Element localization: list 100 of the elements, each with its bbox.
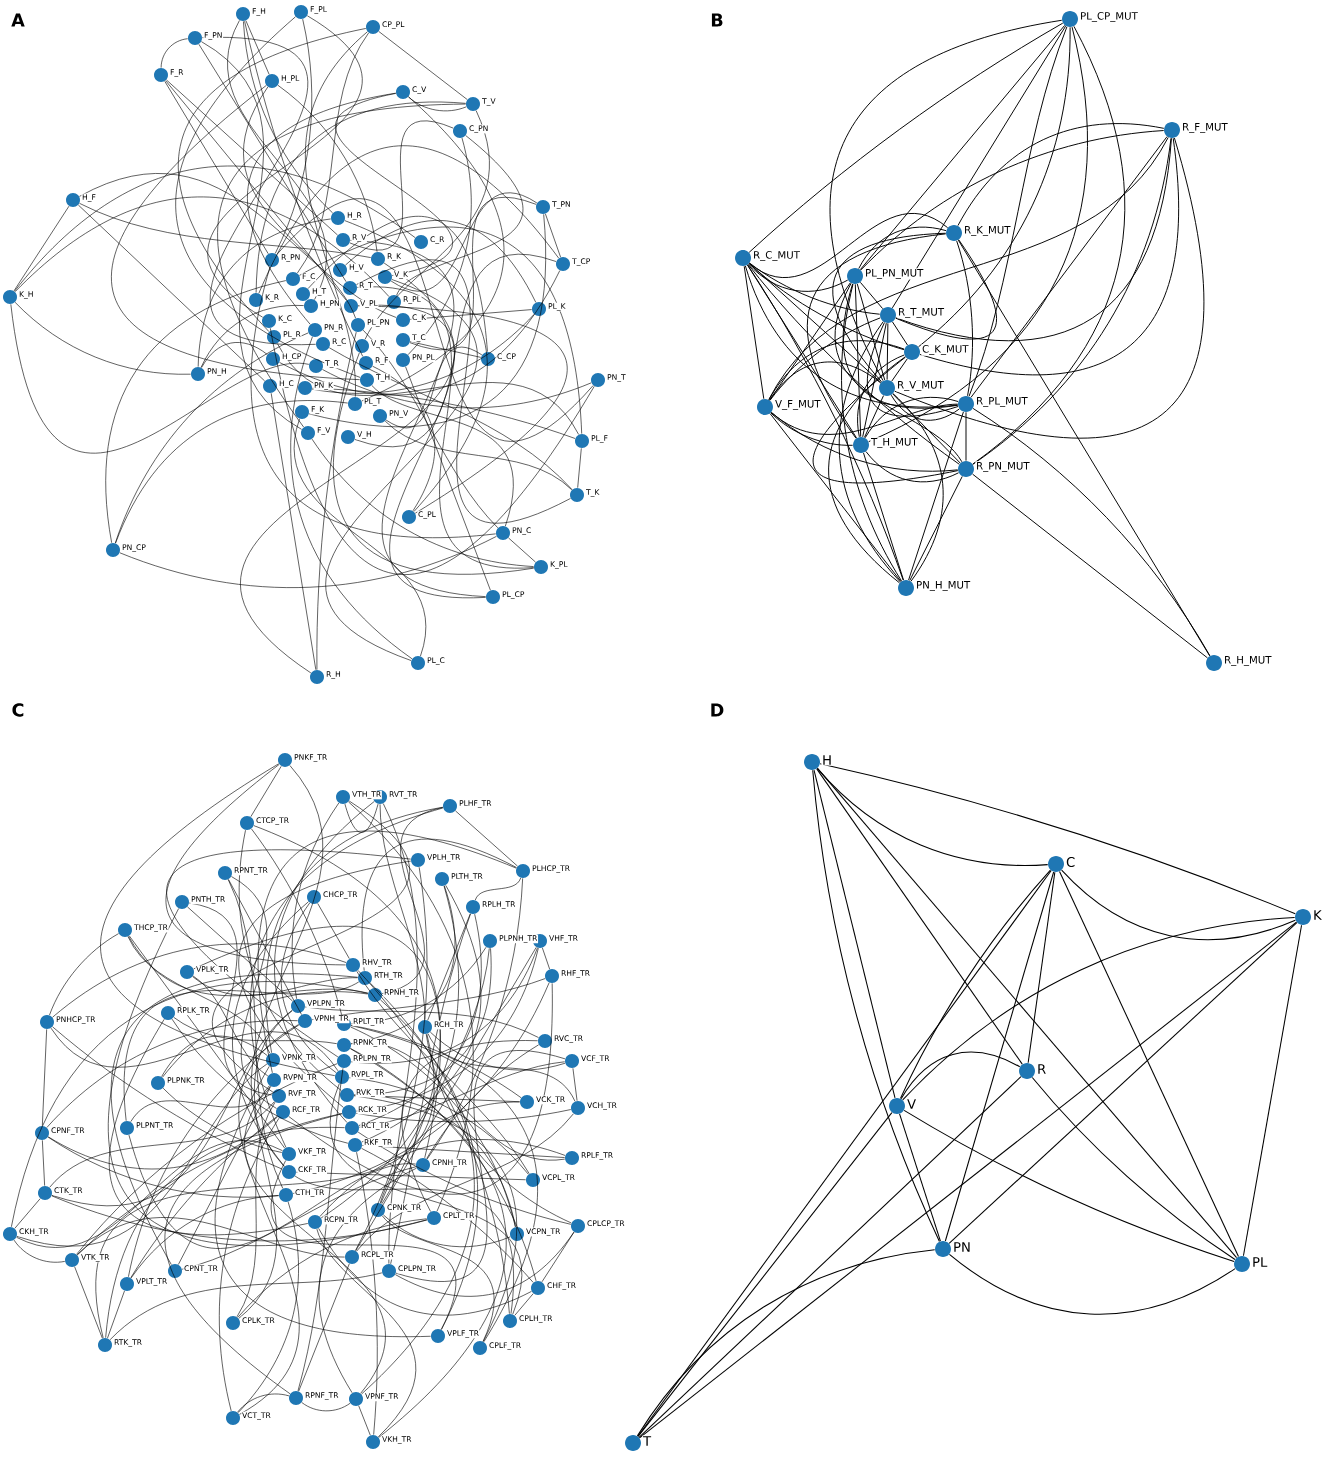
edge-line: [354, 253, 557, 448]
node-dot: [343, 281, 357, 295]
edge-line: [769, 361, 881, 401]
edge-line: [918, 26, 1071, 348]
edge-line: [162, 991, 369, 1078]
edge-line: [894, 137, 1205, 439]
node-label: PL: [1251, 1256, 1269, 1268]
node-dot: [396, 85, 410, 99]
edge-line: [293, 418, 427, 657]
edge-line: [326, 279, 477, 661]
edge-line: [956, 240, 973, 397]
edge-line: [274, 801, 375, 1123]
edge-line: [322, 369, 592, 409]
node-dot: [38, 1186, 52, 1200]
node-dot: [570, 488, 584, 502]
edge-line: [839, 321, 901, 583]
edge-line: [105, 1127, 345, 1338]
node-dot: [267, 1073, 281, 1087]
node-dot: [368, 988, 382, 1002]
node-dot: [453, 124, 467, 138]
node-dot: [486, 590, 500, 604]
edge-line: [972, 25, 1125, 465]
node-dot: [483, 934, 497, 948]
node-label: R_V_MUT: [896, 380, 945, 392]
edge-line: [350, 1026, 516, 1228]
panel-letter: C: [12, 703, 24, 717]
edge-line: [236, 1101, 276, 1318]
node-dot: [272, 1089, 286, 1103]
node-dot: [266, 352, 280, 366]
node-dot: [416, 1158, 430, 1172]
node-dot: [3, 290, 17, 304]
node-dot: [396, 313, 410, 327]
edge-line: [362, 329, 499, 529]
edge-line: [277, 343, 579, 435]
edge-line: [356, 1113, 574, 1252]
node-label: V_F_MUT: [774, 399, 822, 411]
edge-line: [304, 1006, 539, 1038]
node-dot: [466, 900, 480, 914]
edge-line: [371, 385, 514, 527]
node-dot: [351, 318, 365, 332]
edge-line: [105, 280, 287, 544]
edge-line: [111, 85, 360, 380]
edge-line: [166, 79, 338, 236]
edge-line: [244, 20, 364, 357]
node-dot: [571, 1101, 585, 1115]
edge-line: [13, 1239, 66, 1263]
edge-line: [378, 31, 468, 100]
edge-line: [358, 913, 482, 1126]
edge-line: [857, 354, 905, 438]
edge-line: [1031, 1076, 1236, 1260]
edge-line: [251, 765, 323, 1167]
edge-line: [181, 1166, 417, 1270]
edge-line: [1059, 871, 1239, 1257]
node-dot: [344, 299, 358, 313]
node-dot: [534, 560, 548, 574]
edge-line: [257, 831, 517, 1074]
node-dot: [180, 965, 194, 979]
node-dot: [520, 1095, 534, 1109]
edge-line: [860, 130, 1165, 271]
edge-line: [49, 933, 119, 1016]
node-dot: [335, 1070, 349, 1084]
node-dot: [304, 299, 318, 313]
node-dot: [366, 1435, 380, 1449]
edge-line: [358, 1405, 371, 1436]
edge-line: [892, 393, 961, 464]
edge-line: [308, 214, 546, 427]
node-dot: [267, 330, 281, 344]
edge-line: [14, 165, 416, 292]
edge-line: [864, 395, 884, 438]
node-dot: [538, 1034, 552, 1048]
node-dot: [341, 430, 355, 444]
edge-line: [886, 322, 889, 381]
edge-line: [812, 356, 959, 484]
edge-line: [294, 1175, 514, 1314]
edge-line: [355, 866, 428, 1251]
edge-line: [381, 807, 444, 994]
edge-line: [892, 321, 908, 346]
edge-line: [274, 18, 313, 254]
node-dot: [1048, 856, 1064, 872]
edge-line: [856, 283, 886, 381]
edge-line: [320, 885, 459, 1219]
node-dot: [545, 969, 559, 983]
node-dot: [443, 799, 457, 813]
edge-line: [425, 1033, 572, 1224]
edge-line: [165, 1113, 343, 1395]
edge-line: [891, 358, 908, 382]
node-dot: [333, 263, 347, 277]
edge-line: [218, 103, 466, 428]
edge-line: [349, 1077, 529, 1175]
node-dot: [218, 866, 232, 880]
node-dot: [279, 1188, 293, 1202]
node-dot: [371, 1203, 385, 1217]
edge-line: [318, 1167, 417, 1394]
node-dot: [414, 235, 428, 249]
edge-line: [316, 331, 357, 670]
node-dot: [316, 337, 330, 351]
edge-line: [395, 1231, 575, 1297]
node-dot: [289, 1391, 303, 1405]
edge-line: [243, 86, 356, 319]
edge-line: [333, 352, 535, 575]
